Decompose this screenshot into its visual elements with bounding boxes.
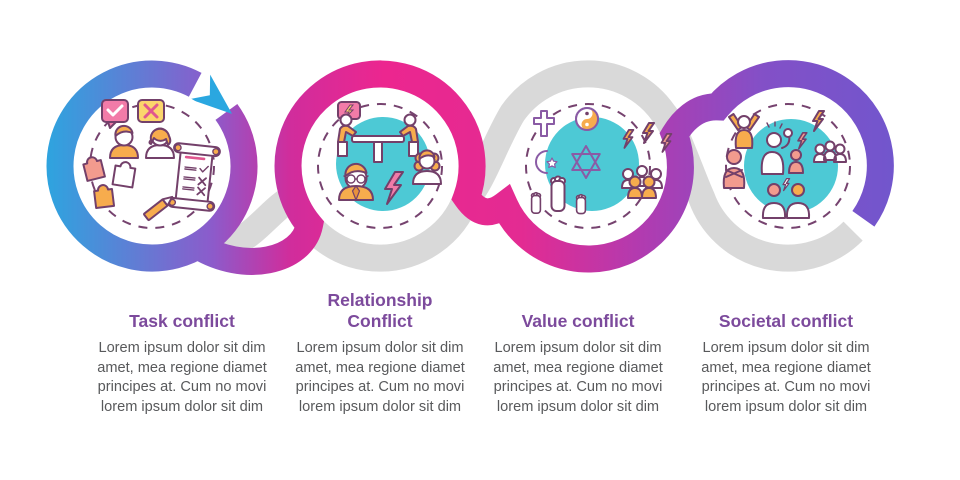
man-glasses-bust-icon — [338, 162, 374, 202]
raised-fist-person-icon — [760, 121, 793, 175]
step-text-3: Value conflict Lorem ipsum dolor sit dim… — [484, 286, 672, 417]
woman-bust-icon — [412, 149, 442, 185]
lightning-bolts-icon — [797, 110, 825, 150]
yin-yang-icon — [575, 107, 599, 131]
protester-raised-arms-icon — [728, 113, 760, 149]
dashed-ring — [725, 103, 851, 229]
approve-speech-bubble-icon — [101, 99, 129, 129]
step-text-1: Task conflict Lorem ipsum dolor sit dim … — [88, 286, 276, 417]
crowd-icon — [621, 165, 663, 199]
teal-badge — [545, 117, 639, 211]
step-body: Lorem ipsum dolor sit dim amet, mea regi… — [701, 340, 871, 415]
step-body: Lorem ipsum dolor sit dim amet, mea regi… — [295, 340, 465, 415]
ribbon-arrowhead-icon — [189, 74, 233, 114]
argument-at-table-icon — [337, 113, 419, 163]
step-circle-3 — [525, 103, 673, 229]
step-title: Societal conflict — [718, 311, 854, 331]
dashed-ring — [317, 103, 443, 229]
reject-speech-bubble-icon — [137, 99, 165, 123]
man-bust-icon — [109, 124, 139, 159]
crossed-arms-person-icon — [722, 149, 746, 189]
crescent-star-icon — [535, 150, 558, 174]
ribbon-gradient — [190, 60, 894, 275]
step-body: Lorem ipsum dolor sit dim amet, mea regi… — [493, 340, 663, 415]
woman-bust-icon — [145, 127, 175, 159]
dashed-ring — [525, 103, 651, 229]
step-title: Relationship Conflict — [327, 290, 433, 331]
lightning-bolts-icon — [622, 122, 673, 153]
confronting-pair-icon — [761, 177, 811, 219]
checklist-scroll-icon — [167, 142, 221, 212]
lightning-bolt-icon — [384, 171, 404, 205]
step1-ring — [46, 60, 258, 272]
step-text-4: Societal conflict Lorem ipsum dolor sit … — [692, 286, 880, 417]
step-circle-2 — [317, 101, 443, 229]
step-text-2: Relationship Conflict Lorem ipsum dolor … — [286, 286, 474, 417]
christian-cross-icon — [533, 110, 555, 137]
puzzle-pieces-icon — [82, 156, 137, 210]
step-circle-4 — [722, 103, 851, 229]
star-of-david-icon — [571, 145, 601, 179]
step-body: Lorem ipsum dolor sit dim amet, mea regi… — [97, 340, 267, 415]
step-circle-1 — [82, 99, 221, 229]
crowd-icon — [813, 140, 847, 163]
small-person-icon — [788, 149, 804, 174]
step-title: Task conflict — [129, 311, 235, 331]
step-title: Value conflict — [521, 311, 635, 331]
raised-hands-icon — [530, 175, 587, 215]
pencil-icon — [143, 195, 174, 221]
